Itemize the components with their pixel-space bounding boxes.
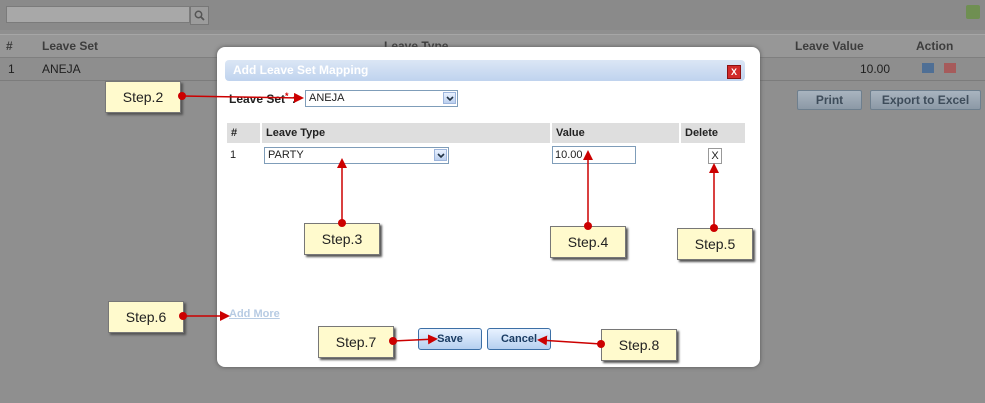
step-8-callout: Step.8: [601, 329, 677, 361]
grid-header: # Leave Set Leave Type Leave Value Actio…: [0, 34, 985, 58]
add-more-link[interactable]: Add More: [229, 308, 280, 320]
leave-type-value: PARTY: [268, 149, 304, 161]
col-header-delete: Delete: [681, 123, 745, 143]
step-4-callout: Step.4: [550, 226, 626, 258]
leave-set-value: ANEJA: [309, 92, 345, 104]
leave-set-label-text: Leave Set: [229, 92, 286, 106]
row-leave-set: ANEJA: [42, 62, 81, 76]
value-field[interactable]: 10.00: [552, 146, 636, 164]
step-6-callout: Step.6: [108, 301, 184, 333]
step-7-callout: Step.7: [318, 326, 394, 358]
print-button[interactable]: Print: [797, 90, 862, 110]
close-button[interactable]: X: [727, 65, 741, 79]
step-2-callout: Step.2: [105, 81, 181, 113]
modal-title: Add Leave Set Mapping: [225, 60, 745, 81]
leave-type-select[interactable]: PARTY: [264, 147, 449, 164]
col-num: #: [6, 39, 13, 53]
modal-dialog: [217, 47, 760, 367]
step-3-callout: Step.3: [304, 223, 380, 255]
label-colon: :: [291, 92, 296, 106]
row-num: 1: [230, 149, 237, 161]
leave-set-label: Leave Set* :: [229, 91, 296, 106]
export-button[interactable]: Export to Excel: [870, 90, 981, 110]
step-5-callout: Step.5: [677, 228, 753, 260]
cancel-button[interactable]: Cancel: [487, 328, 551, 350]
toolbar: [0, 0, 985, 30]
chevron-down-icon: [434, 149, 447, 161]
row-num: 1: [8, 62, 15, 76]
delete-icon[interactable]: [944, 63, 956, 73]
search-input[interactable]: [6, 6, 190, 23]
add-icon[interactable]: [966, 5, 980, 19]
search-button[interactable]: [190, 6, 209, 25]
save-button[interactable]: Save: [418, 328, 482, 350]
col-action: Action: [916, 39, 954, 53]
leave-set-select[interactable]: ANEJA: [305, 90, 458, 107]
col-leave-set[interactable]: Leave Set: [42, 39, 99, 53]
col-header-value: Value: [552, 123, 679, 143]
edit-icon[interactable]: [922, 63, 934, 73]
chevron-down-icon: [443, 92, 456, 104]
col-leave-value[interactable]: Leave Value: [795, 39, 864, 53]
col-header-num: #: [227, 123, 260, 143]
delete-row-button[interactable]: X: [708, 148, 722, 164]
row-leave-value: 10.00: [860, 62, 891, 76]
required-mark: *: [285, 91, 289, 101]
col-header-leave-type: Leave Type: [262, 123, 550, 143]
search-icon: [194, 10, 205, 21]
